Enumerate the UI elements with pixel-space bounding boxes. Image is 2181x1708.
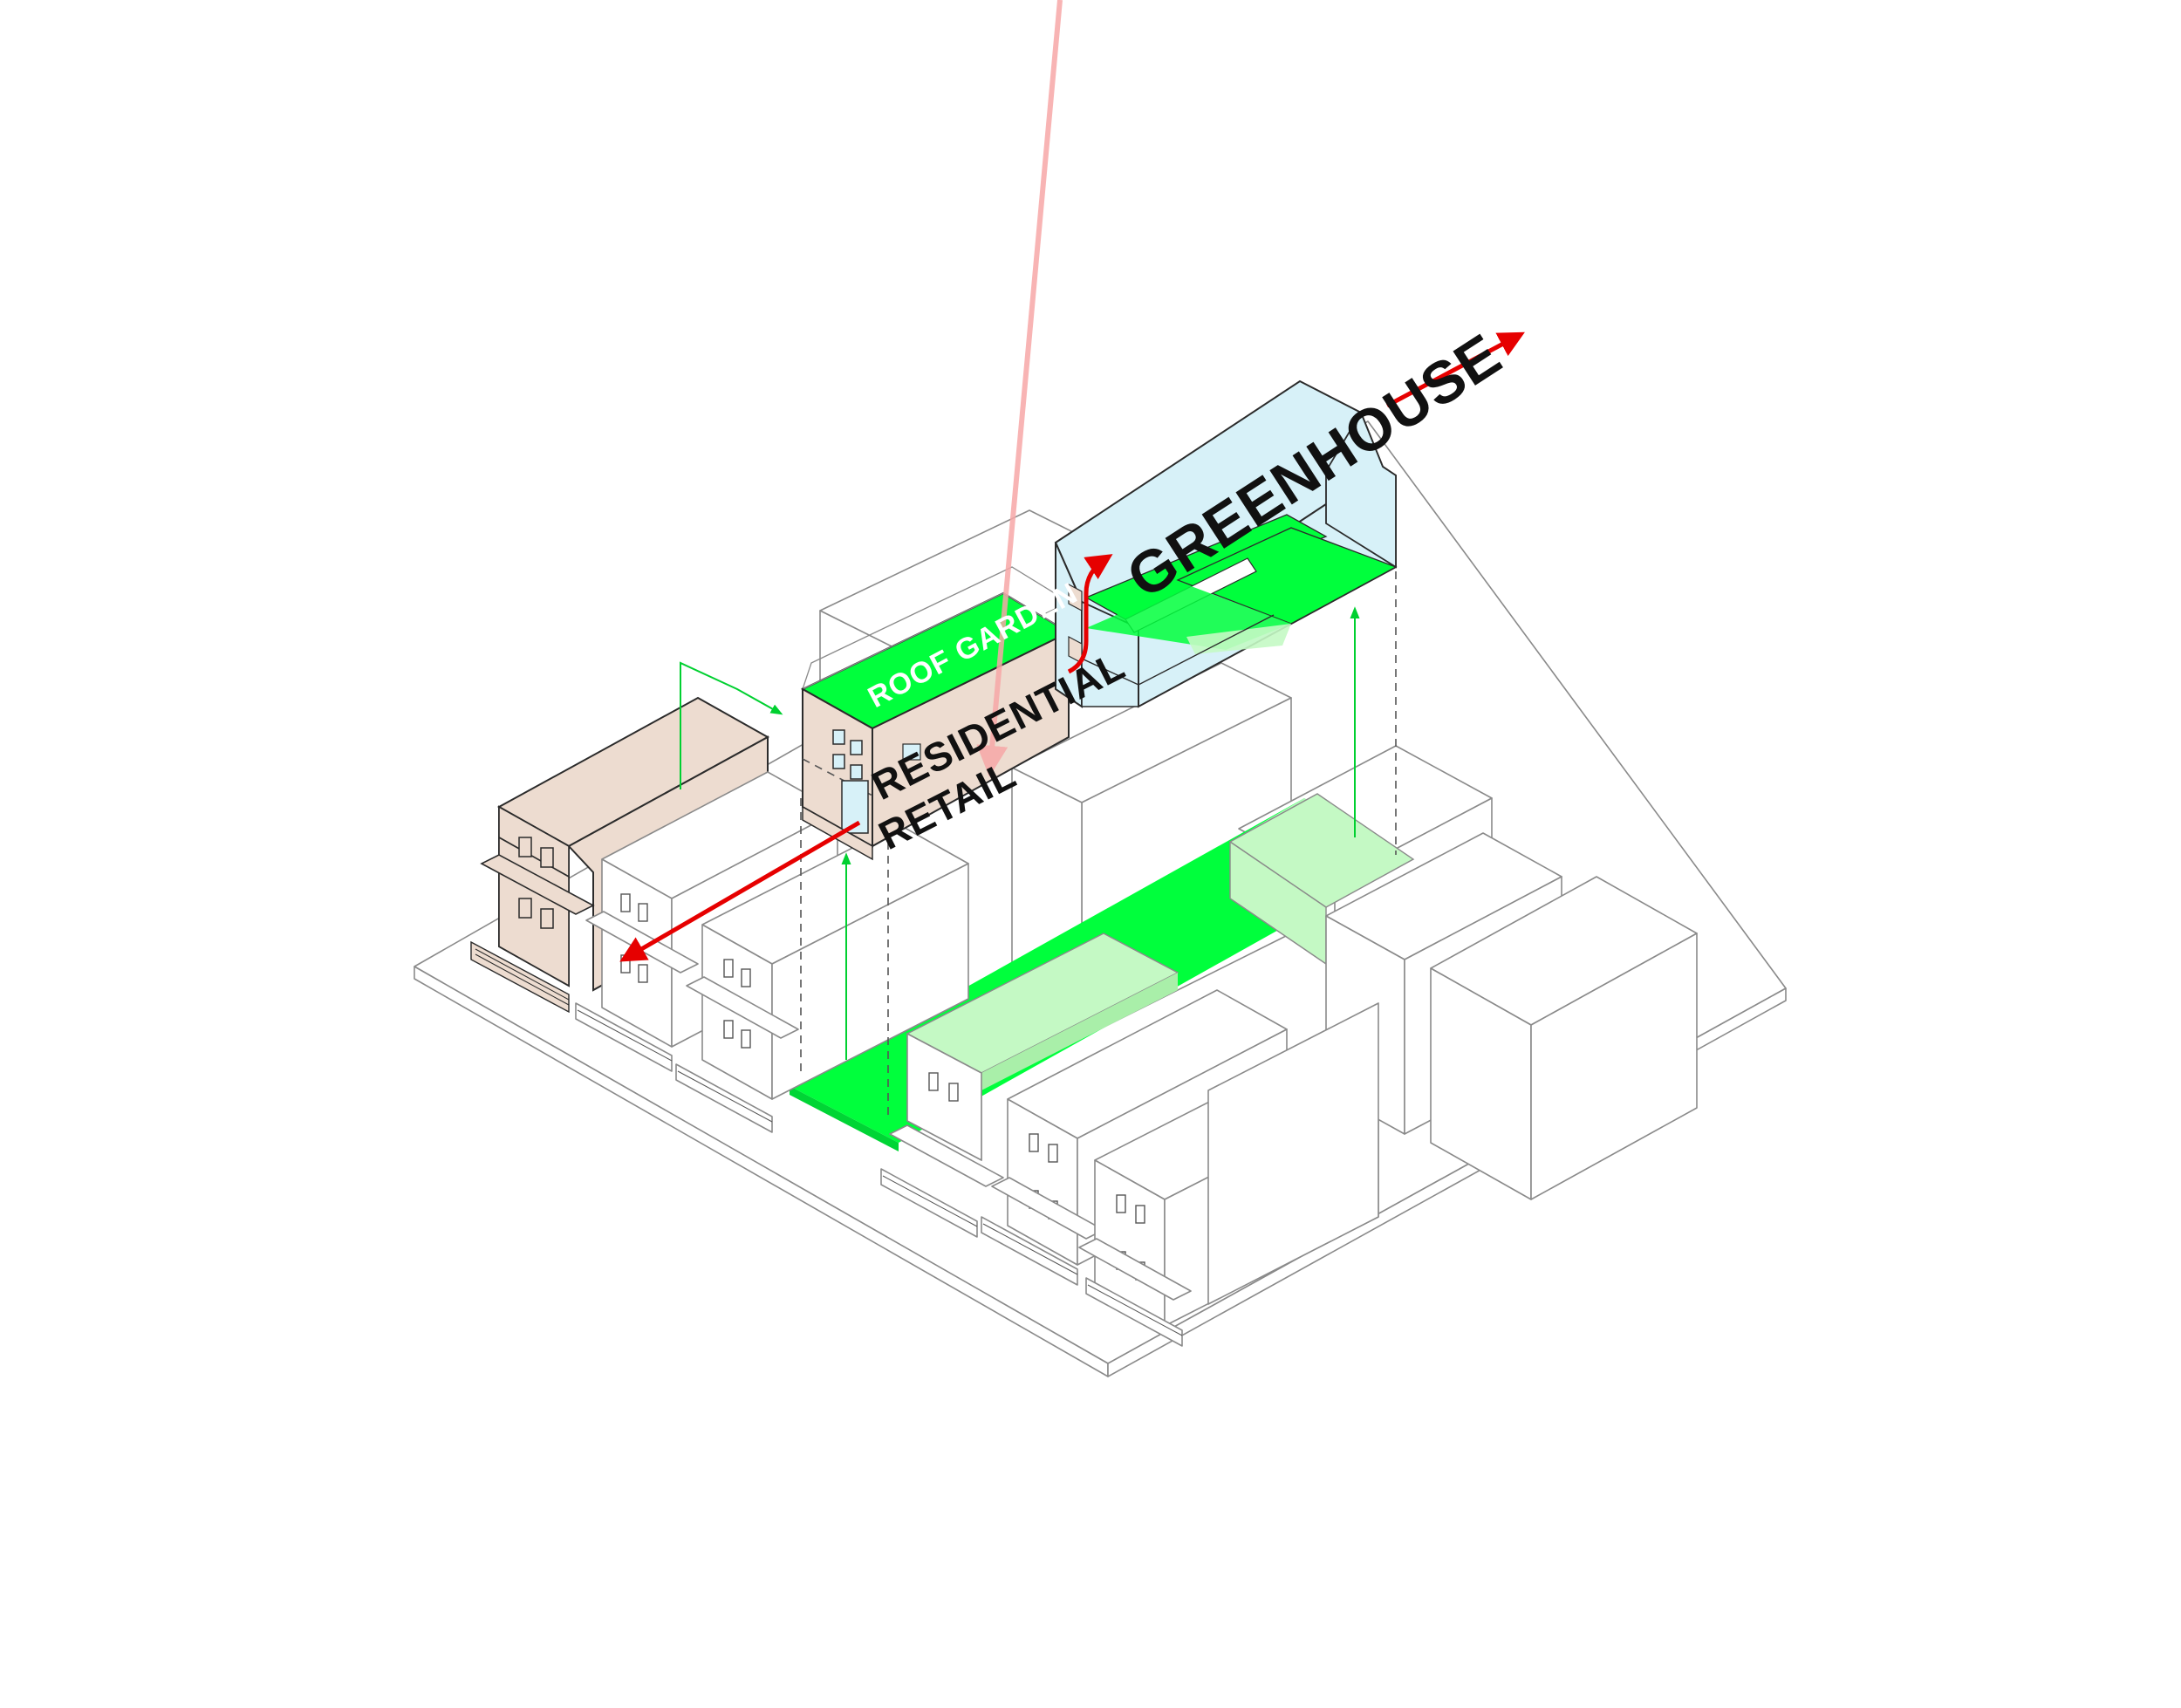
green-flow-arrows: [680, 606, 1360, 1060]
left-row-houses: [470, 696, 969, 1133]
right-front-blocks: [1207, 832, 1698, 1305]
projection-lines: [800, 571, 1397, 1117]
row-house-3: [675, 823, 969, 1133]
front-house-1: [880, 1033, 1004, 1238]
greenhouse-building: [1054, 379, 1398, 708]
front-row-houses: [880, 832, 1698, 1347]
circulation-arrows: [619, 0, 1525, 962]
